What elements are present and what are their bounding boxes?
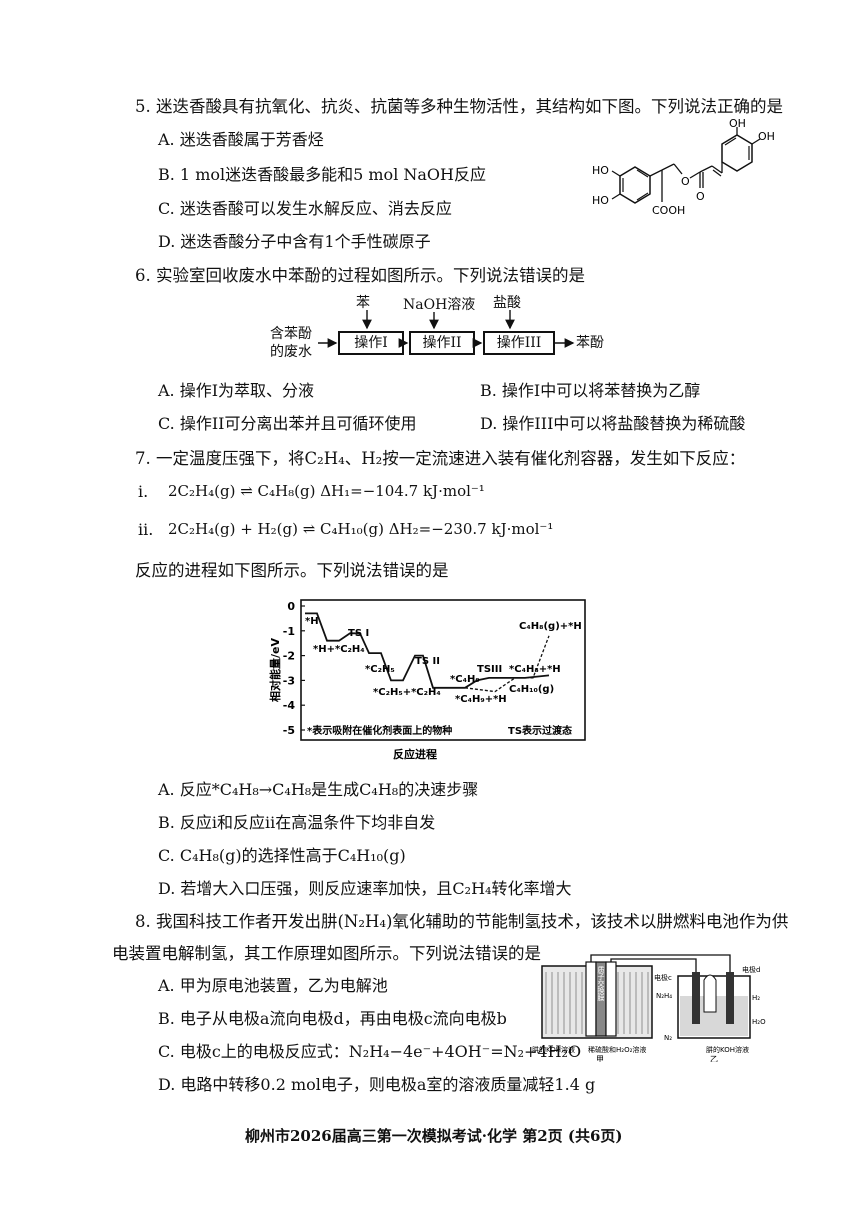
- chart-label-c4h8g-h: C₄H₈(g)+*H: [519, 621, 582, 632]
- q8-apparatus-diagram: 质子交换膜 肼的KOH溶液 稀硫酸和H₂O₂溶液 甲 电极c 电极d N₂H₄ …: [532, 954, 766, 1062]
- chart-frame: [300, 599, 586, 741]
- chart-ytick-label: -5: [283, 724, 295, 737]
- mid-solution-label: 稀硫酸和H₂O₂溶液: [588, 1045, 646, 1054]
- chart-ts-note: TS表示过渡态: [508, 724, 572, 737]
- q6-reagent2: NaOH溶液: [403, 297, 476, 313]
- q7-r2-label: ⅱ.: [138, 520, 154, 539]
- q6-option-a: A. 操作I为萃取、分液: [158, 381, 315, 400]
- q7-option-d: D. 若增大入口压强，则反应速率加快，且C₂H₄转化率增大: [158, 879, 572, 898]
- q8-option-a: A. 甲为原电池装置，乙为电解池: [158, 976, 388, 995]
- q6-input-line1: 含苯酚: [270, 326, 312, 342]
- chart-xlabel: 反应进程: [393, 747, 437, 761]
- chart-ytick-label: 0: [287, 600, 295, 613]
- chart-label-ts3: TSIII: [477, 664, 502, 675]
- h2o-label: H₂O: [752, 1018, 766, 1026]
- q7-option-a: A. 反应*C₄H₈→C₄H₈是生成C₄H₈的决速步骤: [158, 780, 479, 799]
- q5-option-a: A. 迷迭香酸属于芳香烃: [158, 130, 324, 149]
- h2-label: H₂: [752, 994, 760, 1002]
- chart-label-c2h5: *C₂H₅: [365, 664, 395, 675]
- chart-label-c4h10g: C₄H₁₀(g): [509, 684, 554, 695]
- chart-label-ts1: TS I: [348, 628, 369, 639]
- chart-series-dashed: [464, 635, 550, 693]
- q6-reagent1: 苯: [356, 295, 370, 311]
- chart-label-ts2: TS II: [415, 656, 440, 667]
- q8-stem-line2: 电装置电解制氢，其工作原理如图所示。下列说法错误的是: [112, 944, 541, 963]
- q6-flow-arrows: [318, 310, 575, 348]
- q5-stem: 5. 迷迭香酸具有抗氧化、抗炎、抗菌等多种生物活性，其结构如下图。下列说法正确的…: [135, 97, 783, 116]
- q6-option-d: D. 操作III中可以将盐酸替换为稀硫酸: [480, 414, 746, 433]
- q7-r2-equation: 2C₂H₄(g) + H₂(g) ⇌ C₄H₁₀(g) ΔH₂=−230.7 k…: [168, 520, 554, 538]
- q8-option-b: B. 电子从电极a流向电极d，再由电极c流向电极b: [158, 1009, 507, 1028]
- chart-label-h-c2h4: *H+*C₂H₄: [313, 644, 365, 655]
- q7-option-c: C. C₄H₈(g)的选择性高于C₄H₁₀(g): [158, 846, 406, 865]
- q5-option-b: B. 1 mol迷迭香酸最多能和5 mol NaOH反应: [158, 165, 487, 184]
- struct-oh-1: OH: [729, 118, 746, 130]
- q6-flow-input: 含苯酚 的废水: [270, 325, 312, 361]
- chart-ylabel: 相对能量/eV: [268, 638, 282, 702]
- jia-label: 甲: [596, 1055, 604, 1062]
- chart-label-c4h9-h: *C₄H₉+*H: [455, 694, 507, 705]
- chart-label-c4h9: *C₄H₉: [450, 674, 480, 685]
- q6-option-c: C. 操作II可分离出苯并且可循环使用: [158, 414, 417, 433]
- q6-reagent3: 盐酸: [493, 295, 521, 311]
- q8-option-c: C. 电极c上的电极反应式：N₂H₄−4e⁻+4OH⁻=N₂+4H₂O: [158, 1042, 582, 1061]
- q7-stem: 7. 一定温度压强下，将C₂H₄、H₂按一定流速进入装有催化剂容器，发生如下反应…: [135, 449, 746, 468]
- struct-oh-2: OH: [758, 130, 775, 143]
- chart-legend-note: *表示吸附在催化剂表面上的物种: [307, 724, 452, 737]
- struct-ho-2: HO: [592, 194, 609, 207]
- page-footer: 柳州市2026届高三第一次模拟考试·化学 第2页 (共6页): [245, 1127, 623, 1145]
- electrode-d-label: 电极d: [742, 965, 760, 974]
- chart-ytick-label: -3: [283, 674, 295, 687]
- q6-op3-box: 操作III: [483, 331, 555, 355]
- q5-option-c: C. 迷迭香酸可以发生水解反应、消去反应: [158, 199, 452, 218]
- q7-option-b: B. 反应ⅰ和反应ⅱ在高温条件下均非自发: [158, 813, 436, 832]
- chart-ytick-label: -2: [283, 650, 295, 663]
- struct-o-ether: O: [681, 175, 690, 188]
- right-solution-label: 肼的KOH溶液: [706, 1045, 749, 1054]
- chart-series-solid: [305, 612, 550, 689]
- q8-stem-line1: 8. 我国科技工作者开发出肼(N₂H₄)氧化辅助的节能制氢技术，该技术以肼燃料电…: [135, 912, 789, 931]
- n2h4-label: N₂H₄: [656, 992, 672, 1000]
- q7-intro: 反应的进程如下图所示。下列说法错误的是: [135, 561, 449, 580]
- chart-label-c4h8-h: *C₄H₈+*H: [509, 664, 561, 675]
- q7-r1-equation: 2C₂H₄(g) ⇌ C₄H₈(g) ΔH₁=−104.7 kJ·mol⁻¹: [168, 482, 485, 500]
- electrode-c-label: 电极c: [654, 973, 672, 982]
- q5-option-d: D. 迷迭香酸分子中含有1个手性碳原子: [158, 232, 431, 251]
- chart-ytick-label: -4: [283, 699, 296, 712]
- chart-label-c2h5-c2h4: *C₂H₅+*C₂H₄: [373, 687, 441, 698]
- q7-r1-label: ⅰ.: [138, 482, 149, 501]
- struct-ho-1: HO: [592, 164, 609, 177]
- q6-input-line2: 的废水: [270, 344, 312, 360]
- rosmarinic-acid-structure: HO HO COOH O O OH OH: [592, 118, 775, 217]
- q6-output: 苯酚: [576, 335, 604, 351]
- q8-option-d: D. 电路中转移0.2 mol电子，则电极a室的溶液质量减轻1.4 g: [158, 1075, 596, 1094]
- chart-label-h: *H: [305, 616, 319, 627]
- chart-ytick-label: -1: [283, 625, 295, 638]
- q6-stem: 6. 实验室回收废水中苯酚的过程如图所示。下列说法错误的是: [135, 266, 585, 285]
- struct-o-carbonyl: O: [696, 190, 705, 203]
- q7-energy-chart: 0 -1 -2 -3 -4 -5 相对能量/eV 反应进程 *表示吸附在催化剂表面上的物种…: [268, 599, 586, 761]
- membrane-label: 质子交换膜: [597, 965, 605, 1002]
- struct-cooh: COOH: [652, 204, 685, 217]
- q6-option-b: B. 操作I中可以将苯替换为乙醇: [480, 381, 701, 400]
- yi-label: 乙: [710, 1055, 718, 1062]
- left-solution-label: 肼的KOH溶液: [532, 1045, 575, 1054]
- n2-label: N₂: [664, 1034, 672, 1042]
